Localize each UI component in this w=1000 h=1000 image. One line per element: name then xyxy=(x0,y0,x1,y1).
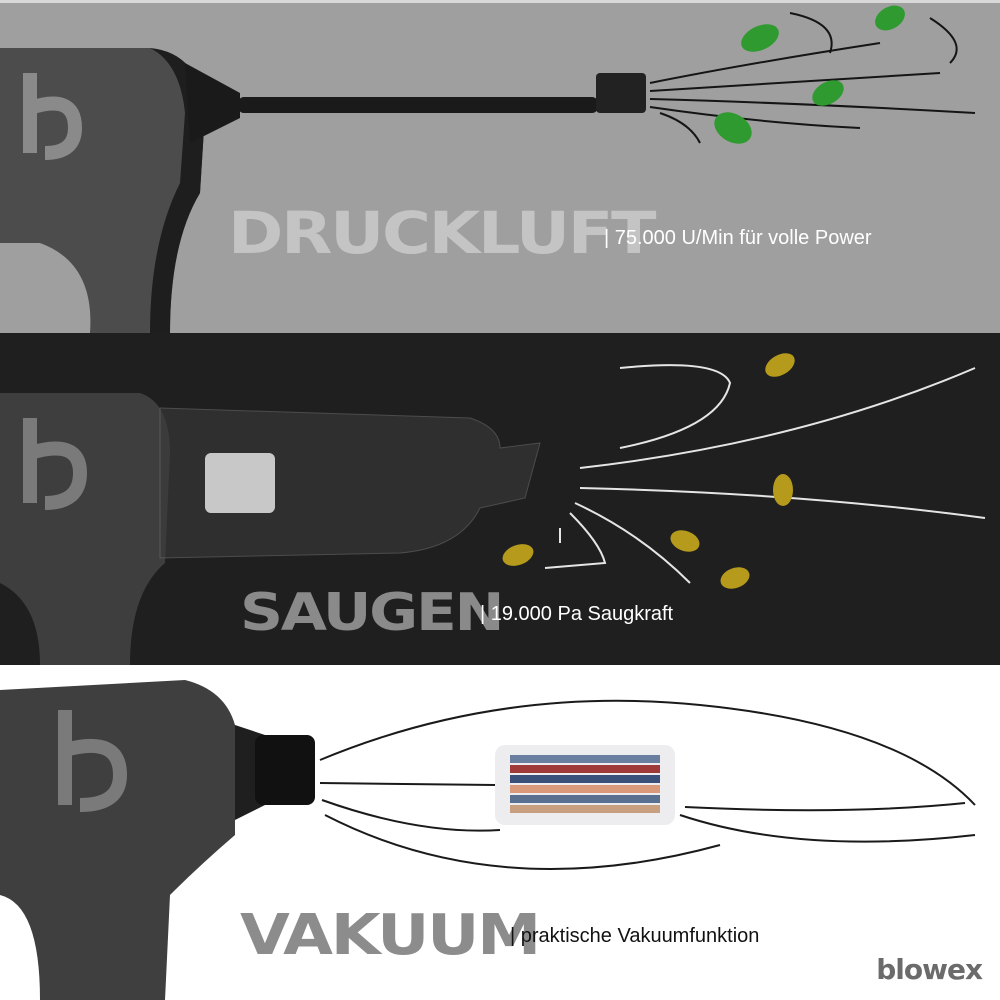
panel-title: VAKUUM xyxy=(240,903,541,968)
vacuum-attachment-image xyxy=(0,353,986,665)
panel-subtitle: | praktische Vakuumfunktion xyxy=(510,925,760,947)
panel-vakuum: VAKUUM | praktische Vakuumfunktion blowe… xyxy=(0,665,1000,1000)
panel-subtitle: | 75.000 U/Min für volle Power xyxy=(604,227,872,249)
compressed-clothes-bag xyxy=(495,745,675,825)
panel-title: SAUGEN xyxy=(240,583,505,643)
panel-druckluft: DRUCKLUFT | 75.000 U/Min für volle Power xyxy=(0,0,1000,333)
device-logo-icon xyxy=(58,710,128,812)
panel-saugen: SAUGEN | 19.000 Pa Saugkraft xyxy=(0,333,1000,665)
vacuum-bag-image xyxy=(0,680,976,1000)
device-logo-icon xyxy=(23,418,88,510)
panel-title: DRUCKLUFT xyxy=(228,199,656,267)
panel-subtitle: | 19.000 Pa Saugkraft xyxy=(480,603,674,625)
blower-with-nozzle-image xyxy=(0,5,976,333)
device-logo-icon xyxy=(23,73,83,160)
blowex-logo: blowex xyxy=(876,953,983,986)
